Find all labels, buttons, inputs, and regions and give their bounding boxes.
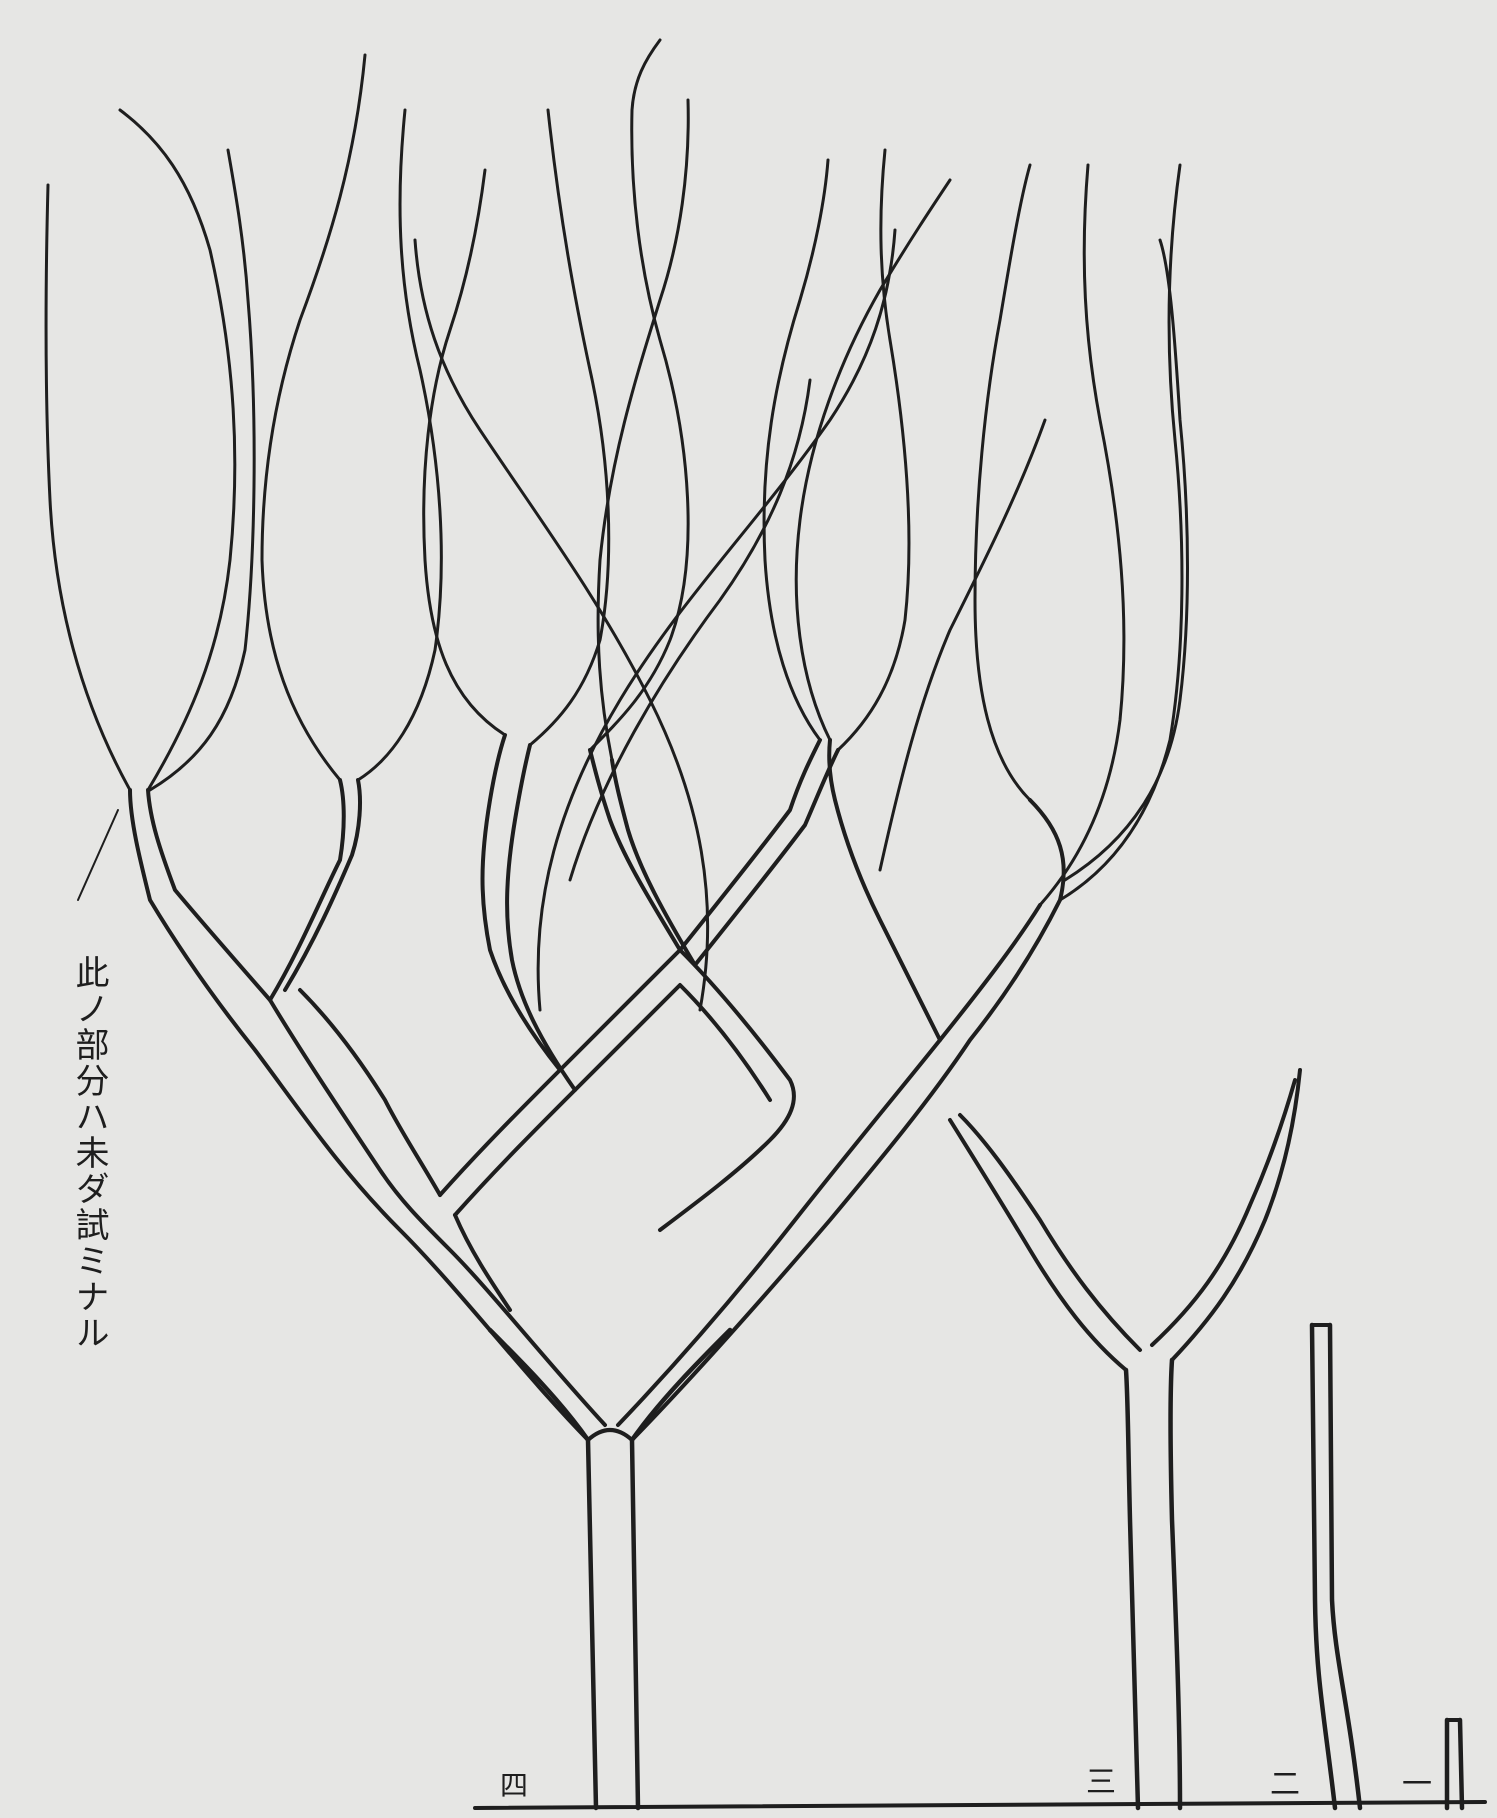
stage-four-left-main-inner — [148, 790, 605, 1425]
stage-label-four: 四 — [500, 1772, 528, 1800]
stage-four-shoot-8 — [590, 40, 688, 750]
stage-four-crotch — [588, 1430, 632, 1440]
annotation-text: 此ノ部分ハ未ダ試ミナル — [52, 955, 112, 1351]
stage-four-upper-lattice-5 — [829, 740, 940, 1040]
stage-three-left-limb — [950, 1120, 1126, 1370]
stage-four-inner-diamond — [440, 950, 794, 1230]
stage-four-right-main — [632, 800, 1064, 1440]
stage-four-shoot-12 — [796, 180, 950, 740]
stage-four-shoot-1 — [46, 185, 130, 790]
stage-four-trunk-right — [632, 1330, 730, 1808]
stage-four-shoot-9 — [598, 100, 688, 760]
stage-four-upper-lattice-3b — [612, 760, 695, 965]
stage-one-stub-right — [1460, 1720, 1462, 1808]
stage-four-trunk — [490, 1330, 596, 1808]
annotation-callout-line — [78, 810, 118, 900]
stage-three-right-limb-b — [1152, 1080, 1295, 1345]
stage-four-shoot-5 — [358, 110, 441, 780]
stage-four-shoot-3 — [150, 150, 254, 790]
stage-four-upper-lattice-4b — [695, 750, 838, 965]
stage-four-diamond-left — [300, 990, 440, 1195]
stage-four-left-main — [130, 790, 588, 1440]
stage-four-shoot-2 — [120, 110, 235, 790]
stage-three-right-limb — [1172, 1070, 1300, 1360]
stage-label-three: 三 — [1086, 1768, 1116, 1798]
stage-label-one: 一 — [1402, 1770, 1432, 1800]
stage-four-tree — [46, 40, 1188, 1808]
stage-three-trunk-right — [1171, 1360, 1181, 1808]
stage-three-tree — [950, 1070, 1300, 1808]
stage-four-shoot-15 — [1060, 165, 1182, 900]
stage-four-upper-lattice-1b — [285, 780, 360, 990]
stage-four-cross-shoot-4 — [880, 420, 1045, 870]
stage-two-rod-right — [1330, 1325, 1360, 1808]
stage-label-two: 二 — [1270, 1770, 1300, 1800]
stage-four-upper-lattice-1 — [270, 780, 344, 1000]
stage-one-stub — [1447, 1720, 1462, 1808]
stage-four-cross-shoot-1 — [538, 230, 895, 1010]
stage-four-shoot-11 — [838, 150, 909, 750]
stage-three-left-limb-b — [960, 1115, 1140, 1350]
stage-four-shoot-4 — [262, 55, 365, 780]
stage-three-trunk-left — [1126, 1370, 1138, 1808]
stage-four-shoot-14 — [1040, 165, 1124, 905]
stage-two-rod — [1312, 1325, 1360, 1808]
stage-four-shoot-7 — [530, 110, 609, 745]
